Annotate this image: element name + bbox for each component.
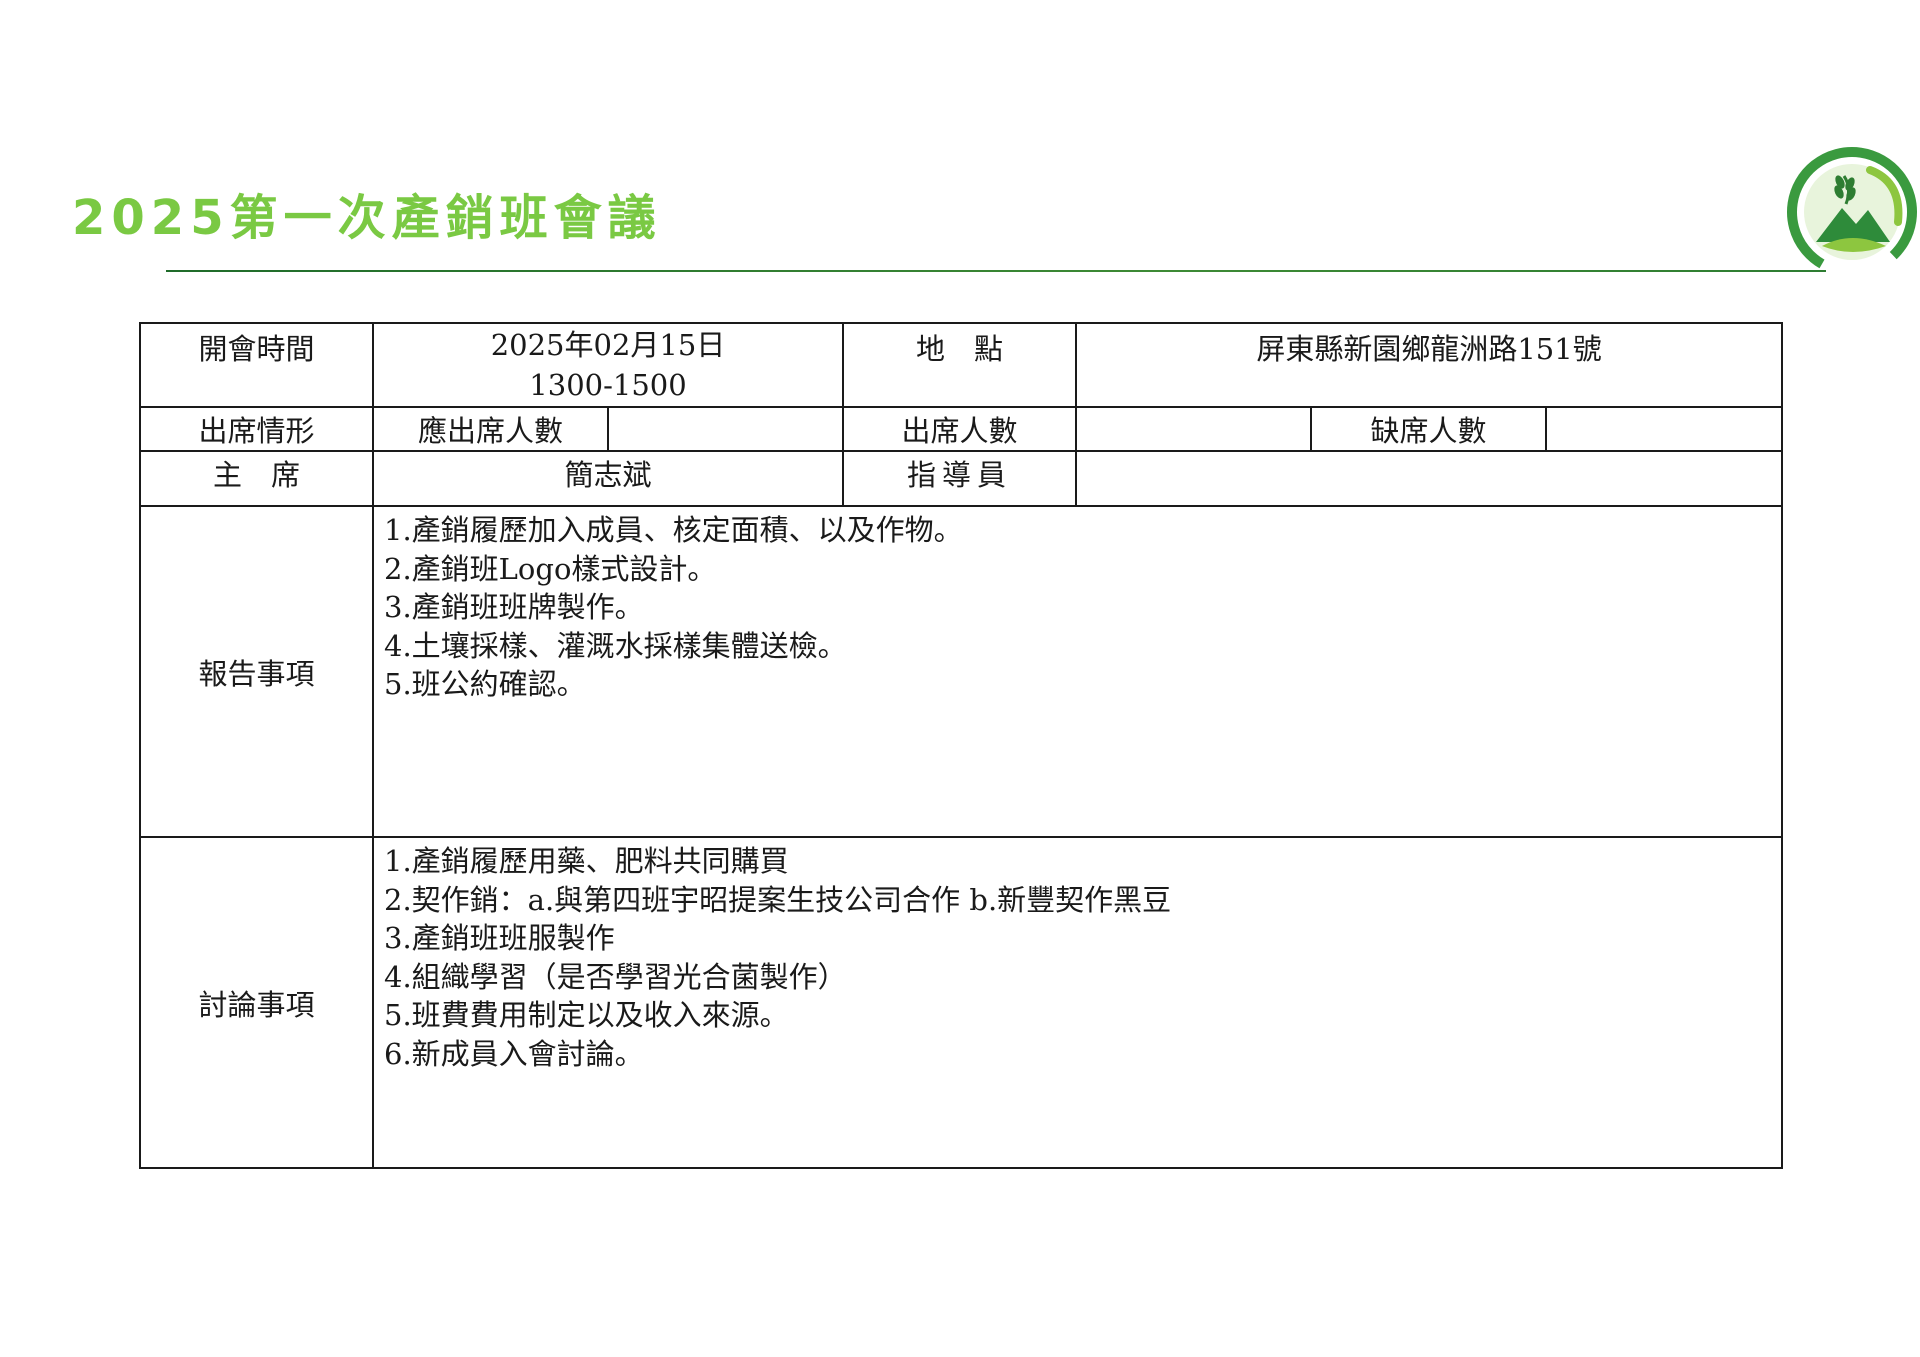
attendance-label: 出席情形: [139, 406, 374, 452]
list-item: 6.新成員入會討論。: [384, 1036, 644, 1071]
attendance-row: 出席情形 應出席人數 出席人數 缺席人數: [139, 406, 1784, 452]
list-item: 3.產銷班班牌製作。: [384, 590, 644, 624]
attendance-count-label: 出席人數: [842, 406, 1078, 452]
meeting-date: 2025年02月15日: [490, 328, 726, 362]
list-item: 2.產銷班Logo樣式設計。: [384, 551, 717, 586]
list-item: 4.組織學習（是否學習光合菌製作）: [384, 959, 847, 994]
meeting-time-value: 2025年02月15日 1300-1500: [371, 322, 845, 408]
list-item: 5.班公約確認。: [384, 667, 586, 701]
chair-label: 主 席: [139, 450, 374, 507]
list-item: 5.班費費用制定以及收入來源。: [384, 998, 789, 1032]
discussion-row: 討論事項 1.產銷履歷用藥、肥料共同購買 2.契作銷：a.與第四班宇昭提案生技公…: [139, 836, 1784, 1169]
farm-logo-icon: [1787, 147, 1917, 277]
meeting-time-label: 開會時間: [139, 322, 374, 408]
expected-attendance-label: 應出席人數: [372, 406, 609, 452]
report-label: 報告事項: [139, 505, 374, 838]
attendance-count-value: [1075, 406, 1313, 452]
chair-value: 簡志斌: [371, 450, 845, 507]
advisor-label: 指導員: [842, 450, 1078, 507]
absence-count-value: [1545, 406, 1784, 452]
location-value: 屏東縣新園鄉龍洲路151號: [1075, 322, 1784, 408]
report-row: 報告事項 1.產銷履歷加入成員、核定面積、以及作物。 2.產銷班Logo樣式設計…: [139, 505, 1784, 838]
expected-attendance-value: [606, 406, 845, 452]
discussion-items: 1.產銷履歷用藥、肥料共同購買 2.契作銷：a.與第四班宇昭提案生技公司合作 b…: [371, 836, 1784, 1169]
header-divider: [166, 270, 1826, 272]
list-item: 1.產銷履歷用藥、肥料共同購買: [384, 844, 789, 878]
report-items: 1.產銷履歷加入成員、核定面積、以及作物。 2.產銷班Logo樣式設計。 3.產…: [371, 505, 1784, 838]
absence-count-label: 缺席人數: [1310, 406, 1548, 452]
list-item: 1.產銷履歷加入成員、核定面積、以及作物。: [384, 513, 963, 547]
advisor-value: [1075, 450, 1784, 507]
list-item: 4.土壤採樣、灌溉水採樣集體送檢。: [384, 628, 847, 663]
meeting-time-row: 開會時間 2025年02月15日 1300-1500 地 點 屏東縣新園鄉龍洲路…: [139, 322, 1784, 408]
discussion-label: 討論事項: [139, 836, 374, 1169]
meeting-hours: 1300-1500: [529, 368, 687, 402]
list-item: 3.產銷班班服製作: [384, 921, 615, 955]
meeting-minutes-table: 開會時間 2025年02月15日 1300-1500 地 點 屏東縣新園鄉龍洲路…: [139, 322, 1784, 1169]
page-title: 2025第一次產銷班會議: [72, 190, 662, 246]
location-label: 地 點: [842, 322, 1078, 408]
list-item: 2.契作銷：a.與第四班宇昭提案生技公司合作 b.新豐契作黑豆: [384, 882, 1172, 917]
chair-row: 主 席 簡志斌 指導員: [139, 450, 1784, 507]
